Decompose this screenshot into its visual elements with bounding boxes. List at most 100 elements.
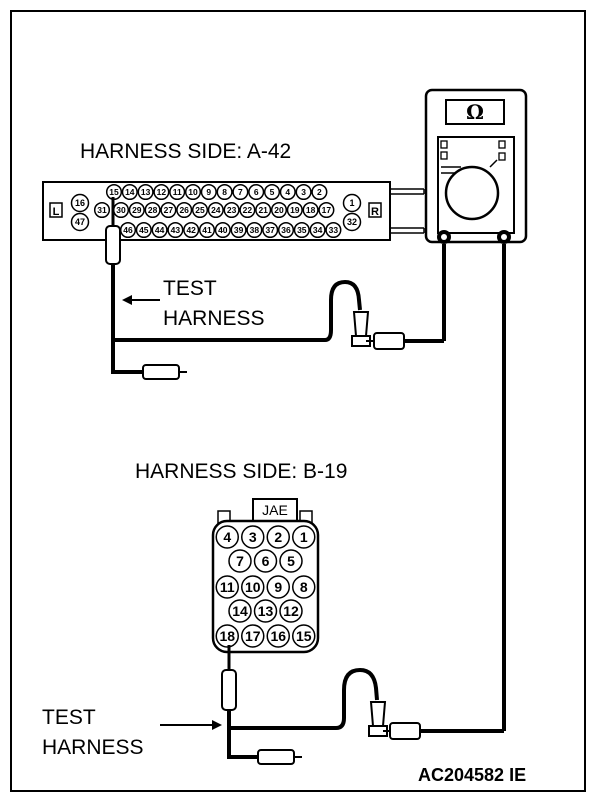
svg-text:44: 44 <box>155 225 165 235</box>
harness-a42-title: HARNESS SIDE: A-42 <box>80 140 292 163</box>
pin-a42: 2 <box>311 183 328 201</box>
pin-a42: 18 <box>302 201 319 219</box>
svg-text:41: 41 <box>202 225 212 235</box>
svg-text:13: 13 <box>141 187 151 197</box>
pin-a42: 12 <box>153 183 170 201</box>
pin-a42: 28 <box>144 201 161 219</box>
pin-a42: 1 <box>342 193 362 213</box>
pin-a42: 46 <box>119 221 137 239</box>
svg-text:42: 42 <box>186 225 196 235</box>
pin-b19: 6 <box>253 549 278 573</box>
test-probe-b19 <box>221 645 379 765</box>
pin-b19: 8 <box>292 575 316 599</box>
test-harness-bottom-line1: TEST <box>42 706 96 729</box>
svg-text:8: 8 <box>300 579 308 595</box>
pin-b19: 5 <box>279 549 303 573</box>
svg-text:34: 34 <box>313 225 323 235</box>
svg-text:45: 45 <box>139 225 149 235</box>
pin-a42: 4 <box>279 183 296 201</box>
svg-text:16: 16 <box>270 628 286 644</box>
ohmmeter: Ω <box>424 88 528 244</box>
svg-text:6: 6 <box>254 187 259 197</box>
pin-a42: 30 <box>112 201 130 219</box>
leader-arrow-top <box>122 295 160 305</box>
svg-text:4: 4 <box>223 529 231 545</box>
svg-text:17: 17 <box>245 628 261 644</box>
pin-a42: 42 <box>183 221 200 239</box>
svg-text:27: 27 <box>164 205 174 215</box>
pin-b19: 17 <box>241 624 265 648</box>
pin-b19: 10 <box>241 575 265 599</box>
svg-text:11: 11 <box>220 579 235 595</box>
pin-a42: 11 <box>169 183 186 201</box>
pin-a42: 47 <box>70 212 90 232</box>
pin-b19: 15 <box>292 624 316 648</box>
svg-text:12: 12 <box>283 603 299 619</box>
svg-text:7: 7 <box>238 187 243 197</box>
svg-text:28: 28 <box>148 205 158 215</box>
svg-text:46: 46 <box>123 225 133 235</box>
pin-a42: 14 <box>121 183 138 201</box>
figure-code: AC204582 IE <box>418 765 527 785</box>
svg-text:4: 4 <box>285 187 290 197</box>
pin-a42: 33 <box>325 221 342 239</box>
pin-a42: 20 <box>270 201 288 219</box>
pin-a42: 13 <box>137 183 154 201</box>
pin-a42: 32 <box>342 212 362 232</box>
svg-text:47: 47 <box>75 217 85 227</box>
pin-a42: 36 <box>277 221 295 239</box>
svg-text:15: 15 <box>296 628 312 644</box>
pin-a42: 10 <box>184 183 202 201</box>
pin-b19: 11 <box>215 575 239 599</box>
pin-a42: 35 <box>293 221 310 239</box>
svg-text:20: 20 <box>274 205 284 215</box>
pin-a42: 26 <box>176 201 193 219</box>
svg-text:19: 19 <box>290 205 300 215</box>
pin-a42: 40 <box>214 221 231 239</box>
pin-b19: 3 <box>241 525 265 549</box>
ohm-symbol: Ω <box>466 100 484 124</box>
svg-text:5: 5 <box>270 187 275 197</box>
pin-a42: 38 <box>246 221 263 239</box>
svg-text:8: 8 <box>222 187 227 197</box>
svg-text:3: 3 <box>301 187 306 197</box>
pin-a42: 6 <box>248 183 265 201</box>
leader-arrow-bottom <box>160 720 222 730</box>
svg-text:11: 11 <box>173 187 182 197</box>
test-probe-a42 <box>105 197 362 380</box>
pin-a42: 19 <box>286 201 303 219</box>
svg-text:37: 37 <box>265 225 275 235</box>
svg-text:10: 10 <box>188 187 198 197</box>
pin-a42-probed: 31 <box>93 201 111 219</box>
svg-text:14: 14 <box>232 603 248 619</box>
alligator-clip-bottom <box>368 244 506 740</box>
test-harness-top-line2: HARNESS <box>163 307 265 330</box>
svg-text:21: 21 <box>258 205 268 215</box>
svg-text:38: 38 <box>250 225 260 235</box>
left-tag: L <box>53 206 60 218</box>
svg-text:9: 9 <box>206 187 211 197</box>
svg-text:25: 25 <box>195 205 205 215</box>
svg-text:35: 35 <box>297 225 307 235</box>
pin-a42: 29 <box>128 201 145 219</box>
pin-a42: 21 <box>255 201 272 219</box>
pin-a42: 44 <box>151 221 168 239</box>
pin-a42: 24 <box>207 201 224 219</box>
svg-text:32: 32 <box>347 217 357 227</box>
svg-text:7: 7 <box>236 553 244 569</box>
svg-text:29: 29 <box>132 205 142 215</box>
svg-text:40: 40 <box>218 225 228 235</box>
pin-a42: 41 <box>198 221 216 239</box>
pin-b19-probed: 18 <box>215 624 239 648</box>
svg-text:13: 13 <box>258 603 274 619</box>
test-harness-top-line1: TEST <box>163 277 217 300</box>
svg-text:17: 17 <box>322 205 332 215</box>
pin-a42: 22 <box>239 201 256 219</box>
svg-text:16: 16 <box>75 198 85 208</box>
pin-b19: 4 <box>215 525 239 549</box>
svg-text:23: 23 <box>227 205 237 215</box>
test-harness-bottom-line2: HARNESS <box>42 736 144 759</box>
rotary-dial[interactable] <box>444 165 500 221</box>
svg-text:30: 30 <box>116 205 126 215</box>
